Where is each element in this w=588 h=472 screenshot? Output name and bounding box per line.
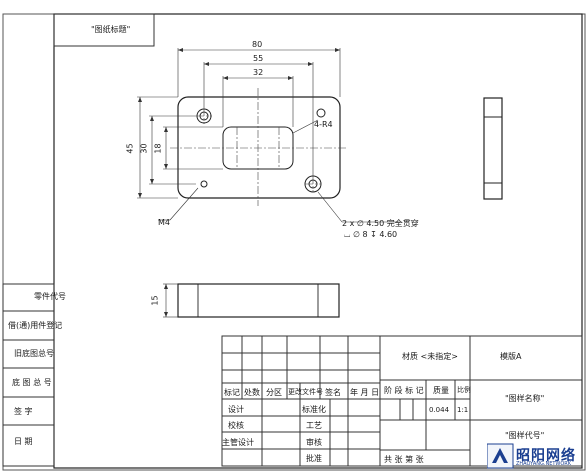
- top-view-dimension: [163, 283, 178, 318]
- dim-pocket-height: 18: [153, 143, 163, 154]
- drawing-number: "图样代号": [505, 431, 545, 440]
- inner-frame: [53, 13, 583, 469]
- approval-process: 工艺: [306, 421, 322, 430]
- hole-note-2: ⌴ ∅ 8 ↧ 4.60: [344, 230, 398, 239]
- left-panel-grid: [2, 283, 55, 467]
- dim-thickness: 15: [150, 295, 160, 306]
- drawing-name: "图样名称": [505, 394, 545, 403]
- dim-corner-radius: 4-R4: [314, 120, 333, 129]
- rev-header-count: 处数: [244, 388, 260, 397]
- top-view-arrows: [164, 284, 168, 317]
- approval-review: 审核: [306, 438, 322, 447]
- side-view: [483, 97, 503, 200]
- template-label: 模版A: [500, 352, 522, 361]
- left-panel-row-borrow: 借(通)用件登记: [8, 321, 63, 330]
- left-panel-row-old-base: 旧底图总号: [14, 349, 54, 358]
- header-box: [53, 13, 155, 47]
- left-panel-row-sign: 签 字: [14, 407, 33, 416]
- role-check: 校核: [228, 421, 244, 430]
- rev-header-change-doc: 更改文件号: [288, 388, 323, 396]
- dim-pocket-width: 32: [253, 68, 264, 77]
- title-block-grid: [221, 335, 583, 467]
- material-label: 材质 <未指定>: [402, 352, 458, 361]
- left-panel-row-base-total: 底 图 总 号: [12, 378, 52, 387]
- left-panel-row-part-code: 零件代号: [34, 292, 66, 301]
- rev-header-zone: 分区: [266, 388, 282, 397]
- dim-thread: M4: [158, 218, 170, 227]
- rev-header-mark: 标记: [224, 388, 240, 397]
- scale-value: 1:1: [457, 406, 469, 414]
- dim-overall-height: 45: [125, 143, 135, 154]
- mass-value: 0.044: [429, 406, 450, 414]
- watermark-brand: 昭阳网络: [516, 448, 576, 464]
- header-label: "图纸标题": [91, 25, 131, 34]
- outer-border: [2, 13, 586, 471]
- front-view: [177, 96, 341, 199]
- center-lines: [170, 88, 348, 206]
- dimension-lines: [137, 48, 400, 223]
- left-panel-row-date: 日 期: [14, 437, 33, 446]
- rev-header-signature: 签名: [325, 388, 341, 397]
- dim-hole-spacing: 55: [253, 54, 264, 63]
- arrowheads: [138, 48, 340, 198]
- approval-standardization: 标准化: [302, 405, 326, 414]
- approval-approve: 批准: [306, 454, 322, 463]
- rev-header-date: 年 月 日: [350, 388, 380, 397]
- dim-hole-spacing-v: 30: [139, 143, 149, 154]
- role-design: 设计: [228, 405, 244, 414]
- dim-overall-width: 80: [252, 40, 263, 49]
- watermark-logo-icon: [487, 443, 514, 469]
- watermark-site: ZHAOYANG.NETWORK: [516, 461, 572, 467]
- stage-header-scale: 比例: [457, 386, 471, 394]
- top-view: [177, 283, 340, 318]
- stage-header-stage: 阶 段 标 记: [384, 386, 424, 395]
- role-chief-design: 主管设计: [222, 438, 254, 447]
- hole-note-1: 2 x ∅ 4.50 完全贯穿: [342, 219, 419, 228]
- stage-header-mass: 质量: [433, 386, 449, 395]
- sheet-info: 共 张 第 张: [384, 455, 424, 464]
